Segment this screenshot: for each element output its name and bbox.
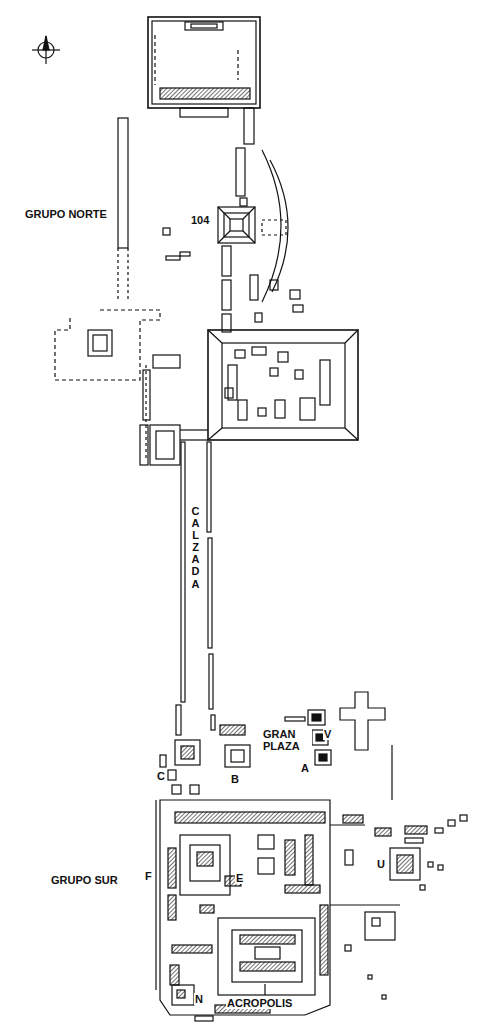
gran-plaza-buildings: [160, 692, 392, 800]
structure-letter: B: [230, 773, 240, 785]
north-complex: [118, 17, 303, 332]
structure-letter: V: [323, 728, 332, 740]
causeway-label: CALZADA: [189, 505, 202, 590]
north-arrow: [32, 36, 60, 64]
causeway: [150, 425, 215, 735]
east-group: [330, 815, 467, 999]
west-annex: [55, 310, 180, 465]
plaza-label: GRAN PLAZA: [262, 728, 312, 752]
structure-letter: U: [376, 858, 386, 870]
structure-letter: C: [156, 770, 166, 782]
structure-letter: F: [144, 870, 153, 882]
structure-label: ACROPOLIS: [226, 997, 293, 1009]
structure-letter: A: [300, 762, 310, 774]
south-group: [156, 800, 330, 1021]
structure-number: 104: [190, 214, 210, 226]
north-plaza: [208, 330, 358, 440]
group-label: GRUPO SUR: [50, 874, 119, 886]
group-label: GRUPO NORTE: [24, 208, 108, 220]
structure-letter: E: [235, 872, 244, 884]
structure-letter: N: [194, 993, 204, 1005]
